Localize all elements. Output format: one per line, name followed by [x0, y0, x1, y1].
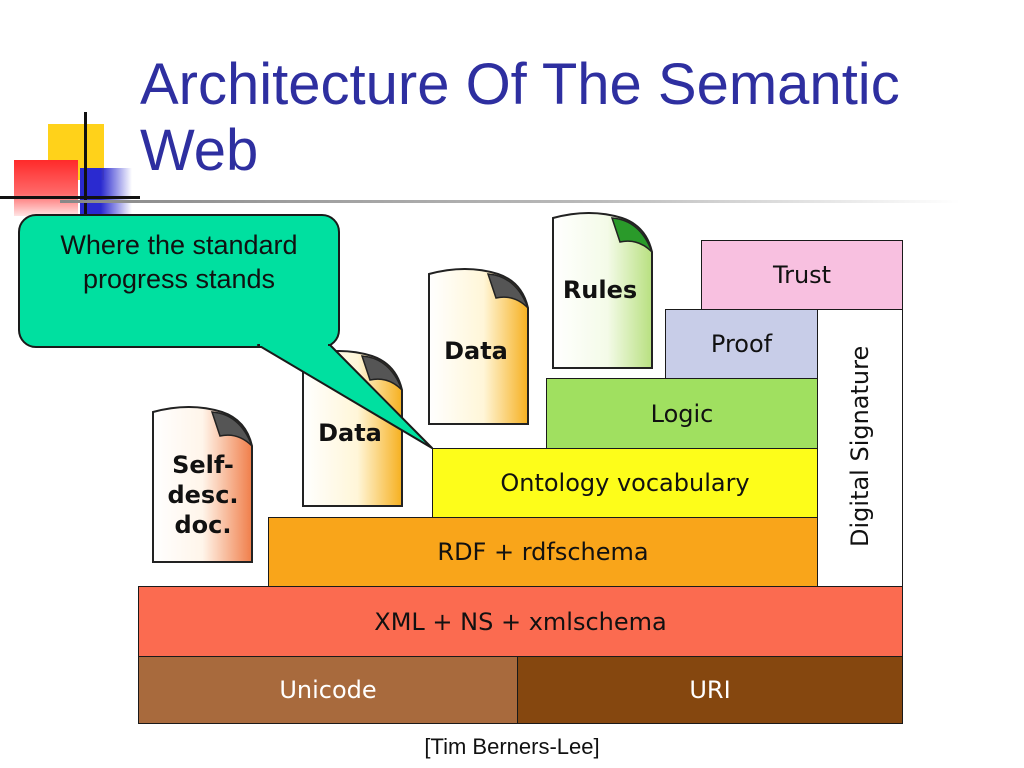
layer-rdf: RDF + rdfschema: [268, 517, 818, 587]
layer-xml: XML + NS + xmlschema: [138, 586, 903, 657]
vertical-line-decoration: [84, 112, 87, 232]
callout-box: [18, 214, 340, 348]
layer-unicode: Unicode: [138, 656, 518, 724]
callout-text: Where the standard progress stands: [60, 230, 298, 294]
title-divider: [60, 200, 960, 203]
layer-uri-label: URI: [689, 676, 731, 704]
layer-logic: Logic: [546, 378, 818, 449]
red-square-decoration: [14, 160, 78, 216]
layer-xml-label: XML + NS + xmlschema: [374, 607, 667, 636]
layer-trust-label: Trust: [772, 261, 832, 289]
document-rules-icon: [552, 212, 653, 369]
document-rules-label: Rules: [562, 276, 638, 304]
layer-unicode-label: Unicode: [279, 676, 377, 704]
blue-square-decoration: [80, 168, 132, 216]
document-data-2-label: Data: [444, 337, 508, 365]
layer-proof-label: Proof: [710, 330, 773, 358]
layer-logic-label: Logic: [650, 399, 714, 428]
slide-title: Architecture Of The Semantic Web: [140, 52, 900, 183]
layer-ontology-label: Ontology vocabulary: [500, 469, 750, 497]
document-data-2-icon: [428, 268, 529, 425]
document-data-1-label: Data: [318, 419, 382, 447]
layer-digital-signature: [817, 309, 903, 587]
layer-trust: Trust: [701, 240, 903, 310]
horizontal-line-decoration: [0, 196, 140, 199]
layer-uri: URI: [517, 656, 903, 724]
source-caption: [Tim Berners-Lee]: [424, 734, 600, 759]
document-self-desc-icon: [152, 406, 253, 563]
layer-ontology: Ontology vocabulary: [432, 448, 818, 518]
layer-rdf-label: RDF + rdfschema: [437, 538, 649, 566]
document-self-desc-label: Self-desc.doc.: [167, 451, 239, 539]
